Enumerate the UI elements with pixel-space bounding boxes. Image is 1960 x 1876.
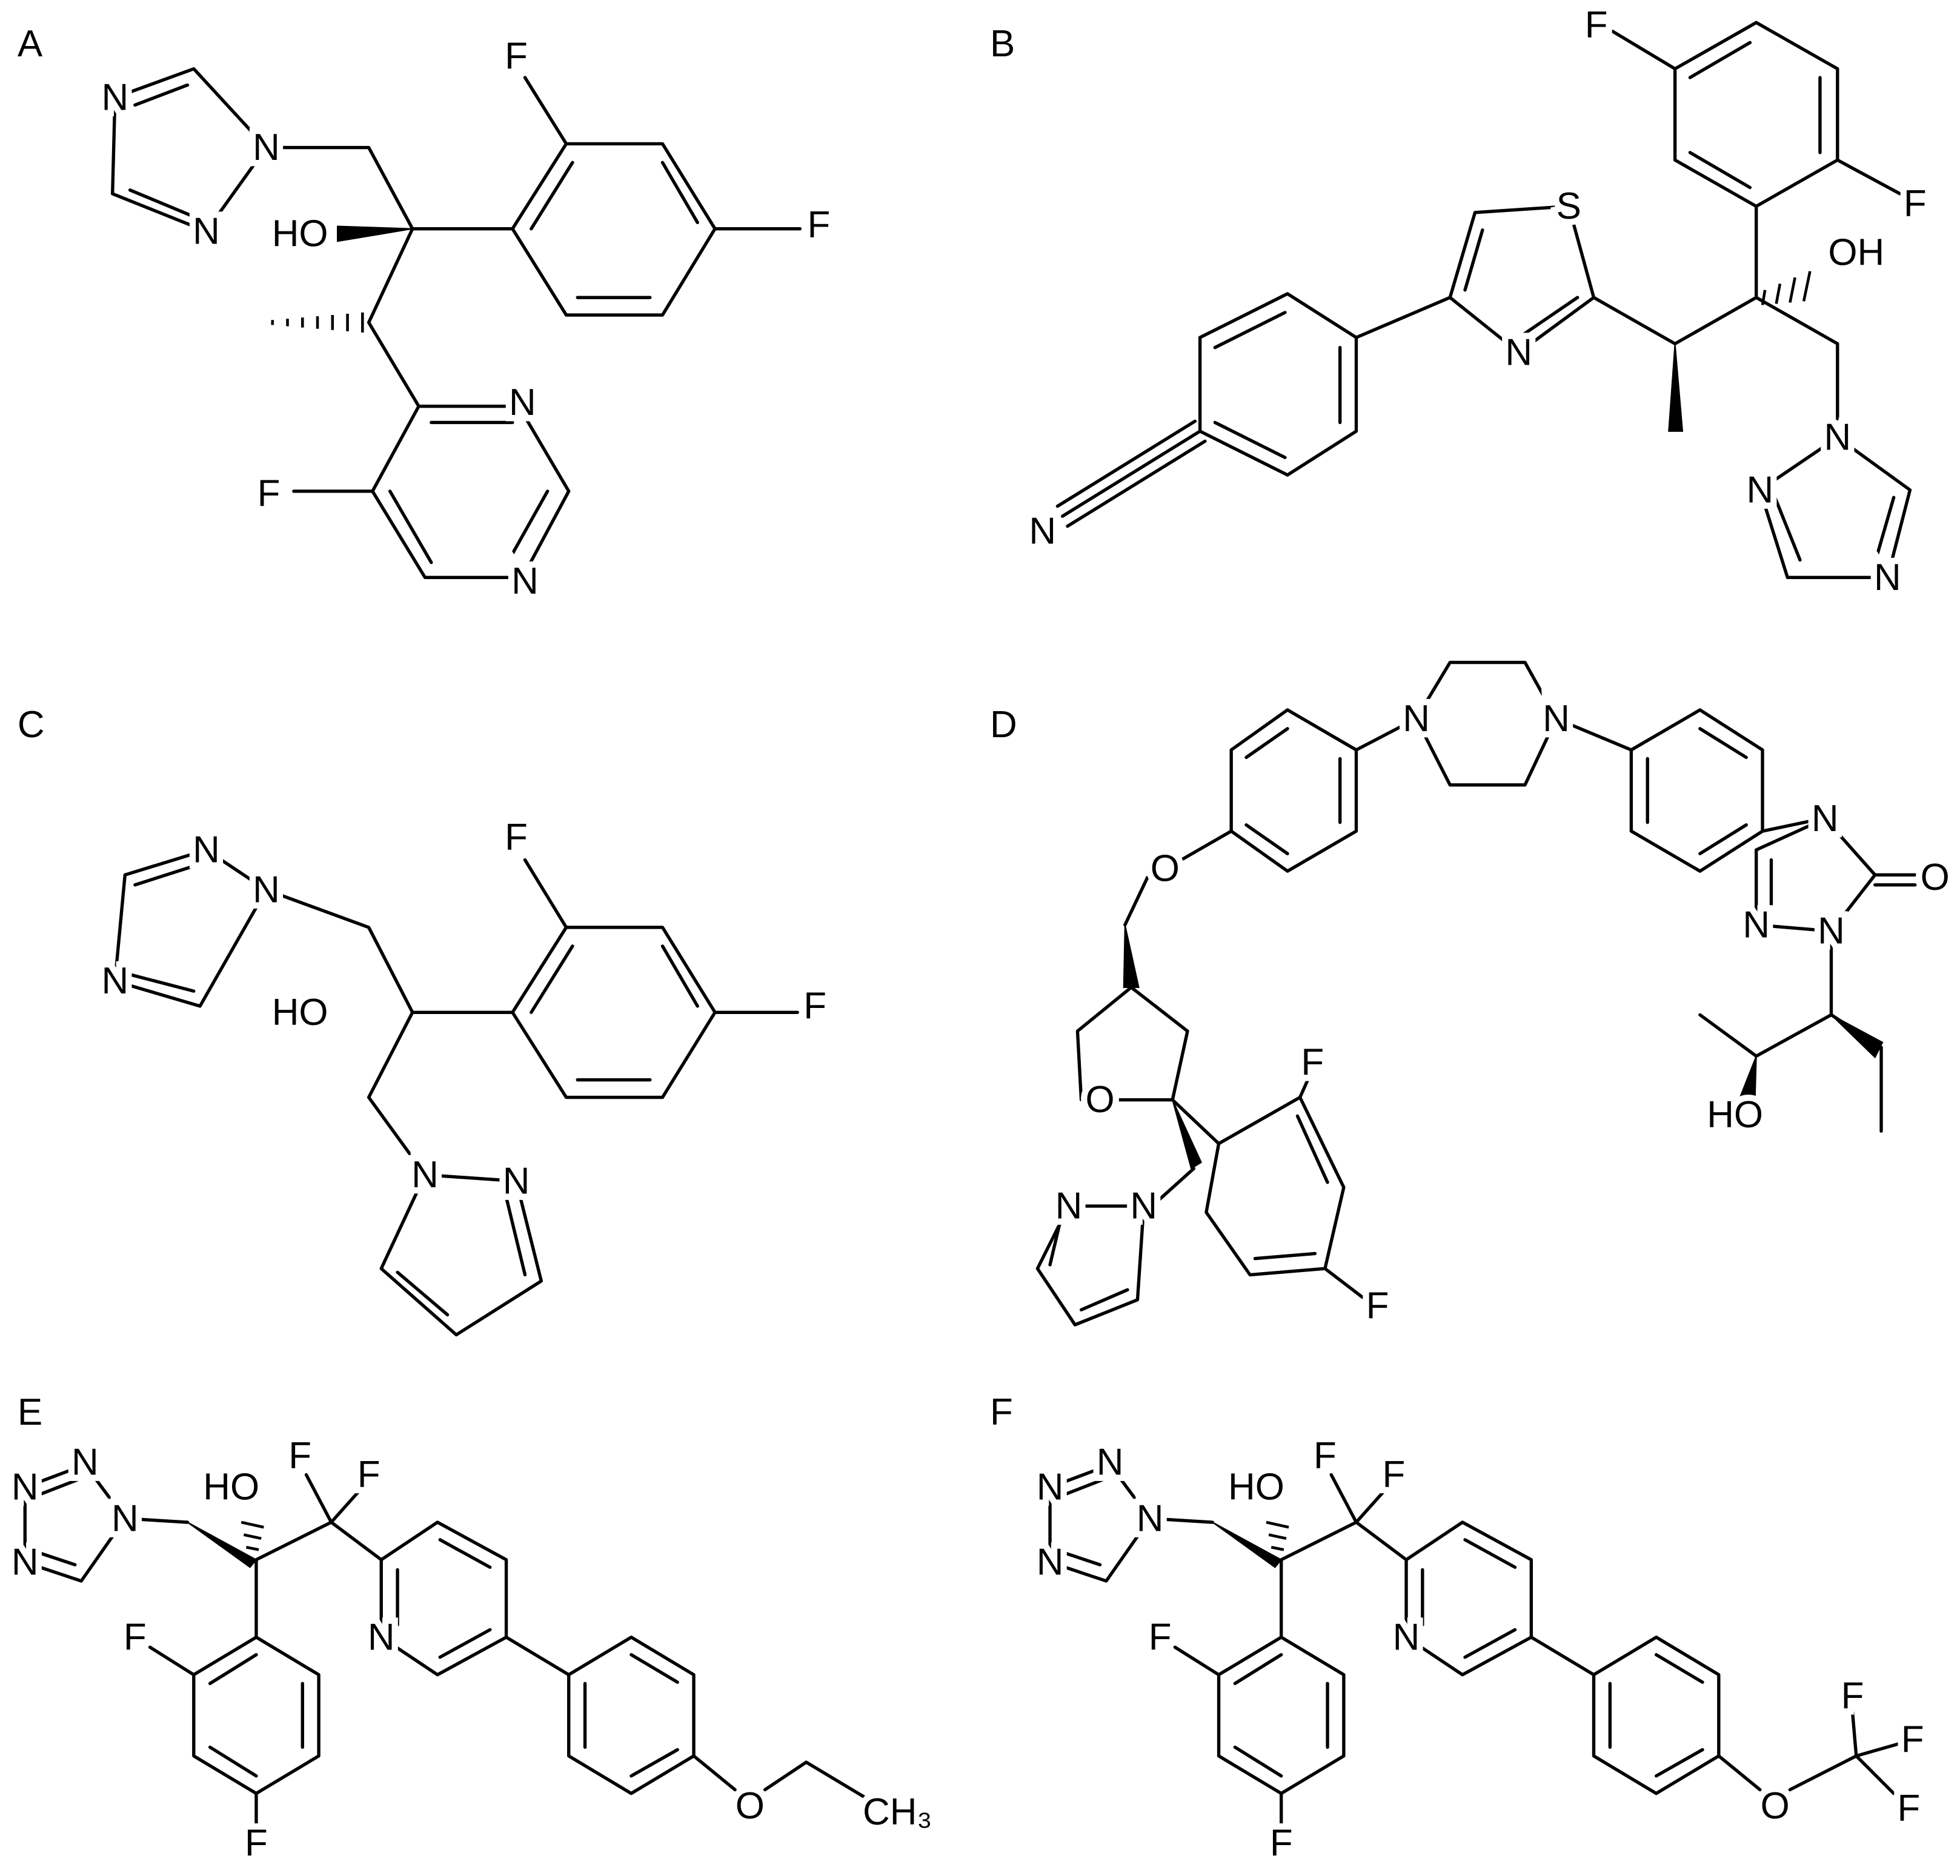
- atom-label: N: [1812, 798, 1839, 840]
- atom-label: N: [1393, 1616, 1420, 1658]
- panel-label-e: E: [18, 1391, 42, 1433]
- atom-label: OH: [1828, 231, 1884, 273]
- panel-label-b: B: [990, 23, 1015, 65]
- atom-label: N: [1505, 331, 1532, 373]
- atom-label: N: [1742, 904, 1770, 946]
- atom-label: F: [124, 1616, 147, 1658]
- panel-label-f: F: [990, 1391, 1013, 1433]
- atom-label: N: [1037, 1467, 1064, 1508]
- atom-label: N: [1818, 910, 1845, 952]
- atom-label: N: [71, 1441, 99, 1483]
- atom-label: N: [193, 829, 220, 871]
- atom-label: F: [1898, 1788, 1921, 1829]
- atom-label: N: [411, 1154, 439, 1196]
- atom-label: HO: [1228, 1467, 1284, 1508]
- panel-label-c: C: [18, 704, 45, 746]
- atom-label: F: [245, 1823, 268, 1864]
- atom-label: F: [505, 817, 528, 858]
- atom-label: N: [1543, 698, 1570, 740]
- atom-label: N: [1747, 469, 1774, 511]
- panel-c-structure: [113, 848, 799, 1337]
- atom-label: F: [1301, 1041, 1324, 1083]
- atom-label: F: [1270, 1823, 1293, 1864]
- atom-label: F: [505, 35, 528, 77]
- hashed-wedge: [241, 1520, 264, 1551]
- atom-label: HO: [272, 992, 328, 1033]
- hashed-wedge: [1761, 271, 1812, 305]
- atom-label: N: [503, 1160, 530, 1202]
- atom-label: F: [1383, 1454, 1406, 1496]
- atom-label: F: [803, 985, 826, 1027]
- atom-label: N: [1874, 557, 1901, 598]
- atom-label: N: [1029, 510, 1056, 552]
- atom-label: N: [1097, 1441, 1124, 1483]
- atom-label: O: [1761, 1785, 1790, 1827]
- atom-label: N: [253, 127, 280, 168]
- hashed-wedge: [1266, 1520, 1289, 1551]
- atom-label: F: [1585, 4, 1608, 46]
- atom-label: N: [193, 210, 220, 252]
- atom-label: N: [1824, 417, 1851, 459]
- panel-e-structure: [23, 1463, 871, 1826]
- atom-label: N: [511, 560, 539, 602]
- panel-d-structure: [1035, 660, 1917, 1327]
- atom-label: CH₃: [863, 1791, 932, 1833]
- atom-label: F: [288, 1435, 311, 1477]
- atom-label: F: [807, 204, 830, 246]
- atom-label: O: [1921, 857, 1950, 898]
- atom-label: N: [111, 1497, 139, 1539]
- atom-label: F: [357, 1454, 380, 1496]
- atom-label: N: [101, 77, 128, 119]
- atom-label: HO: [1707, 1094, 1763, 1136]
- atom-label: N: [253, 869, 280, 911]
- atom-label: F: [1314, 1435, 1337, 1477]
- atom-label: O: [1085, 1079, 1114, 1121]
- atom-label: N: [101, 960, 128, 1002]
- atom-label: N: [1055, 1185, 1083, 1227]
- panel-label-a: A: [18, 23, 43, 65]
- atom-label: N: [1037, 1542, 1064, 1583]
- atom-label: F: [1901, 1719, 1924, 1761]
- atom-label: F: [257, 473, 281, 515]
- atom-label: N: [1130, 1185, 1157, 1227]
- atom-label: HO: [272, 213, 328, 254]
- atom-label: N: [1403, 698, 1430, 740]
- atom-label: F: [1841, 1675, 1864, 1717]
- atom-label: O: [736, 1785, 765, 1827]
- atom-label: F: [1904, 183, 1927, 225]
- panel-f-structure: [1048, 1463, 1902, 1826]
- hashed-wedge: [271, 312, 364, 333]
- atom-label: N: [12, 1467, 39, 1508]
- panel-b-structure: [1055, 21, 1912, 579]
- panel-label-d: D: [990, 704, 1017, 746]
- atom-label: N: [368, 1616, 395, 1658]
- atom-label: N: [509, 382, 536, 423]
- atom-label: F: [1366, 1285, 1389, 1327]
- atom-label: N: [12, 1542, 39, 1583]
- atom-label: O: [1151, 847, 1180, 889]
- atom-label: HO: [203, 1467, 259, 1508]
- atom-label: S: [1556, 185, 1581, 227]
- panel-a-structure: [111, 67, 802, 579]
- atom-label: F: [1149, 1616, 1172, 1658]
- atom-label: N: [1137, 1497, 1164, 1539]
